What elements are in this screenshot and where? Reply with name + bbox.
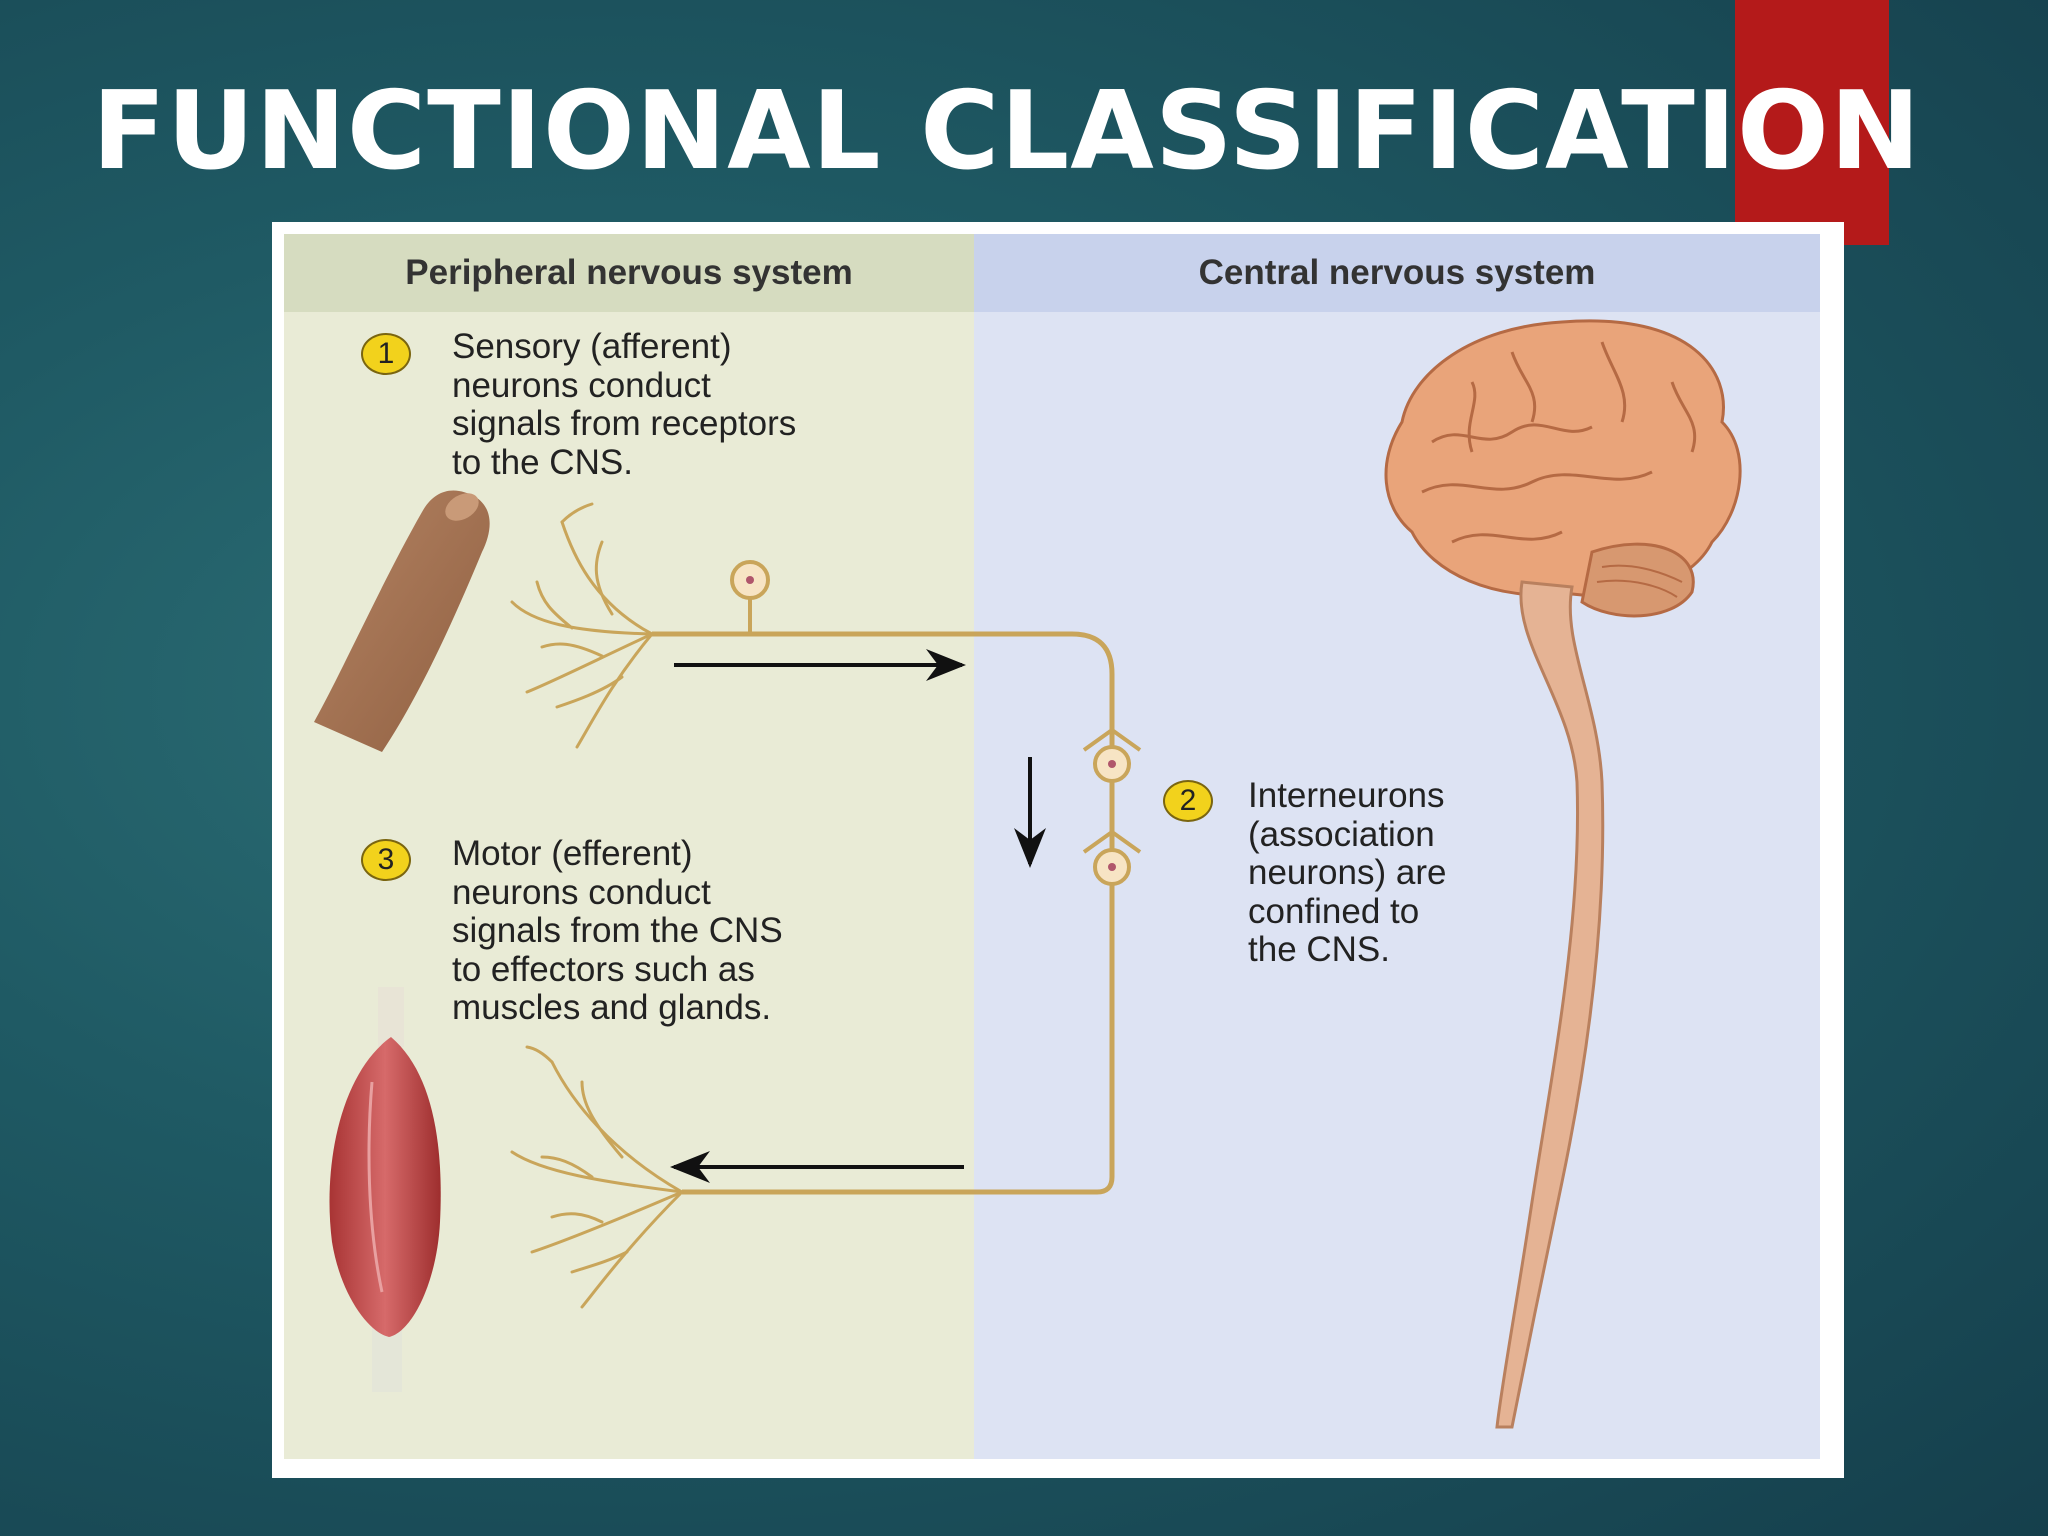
peripheral-header-band [284,234,974,312]
accent-bar [1735,0,1889,245]
central-header-band [974,234,1820,312]
step-3-text: Motor (efferent) neurons conduct signals… [452,834,783,1027]
step-1-text: Sensory (afferent) neurons conduct signa… [452,327,797,482]
motor-terminals [510,1045,684,1309]
central-header: Central nervous system [1198,253,1596,292]
step-2-badge: 2 [1163,780,1213,822]
sensory-dendrites [510,502,654,749]
sensory-cell-nucleus [746,576,754,584]
nervous-system-figure: Peripheral nervous system Central nervou… [272,222,1844,1478]
figure-illustration [284,234,1820,1459]
interneuron-lower [1082,829,1142,886]
step-3-badge: 3 [361,839,411,881]
brain-illustration [1384,319,1742,618]
neural-pathway [652,631,1115,1195]
slide-title: FUNCTIONAL CLASSIFICATION [92,69,1922,194]
peripheral-header: Peripheral nervous system [405,253,853,292]
interneuron-upper [1082,727,1142,783]
spinal-cord [1495,580,1605,1429]
finger-illustration [314,490,490,752]
step-2-text: Interneurons (association neurons) are c… [1248,776,1447,969]
muscle-illustration [329,987,441,1392]
step-1-badge: 1 [361,333,411,375]
